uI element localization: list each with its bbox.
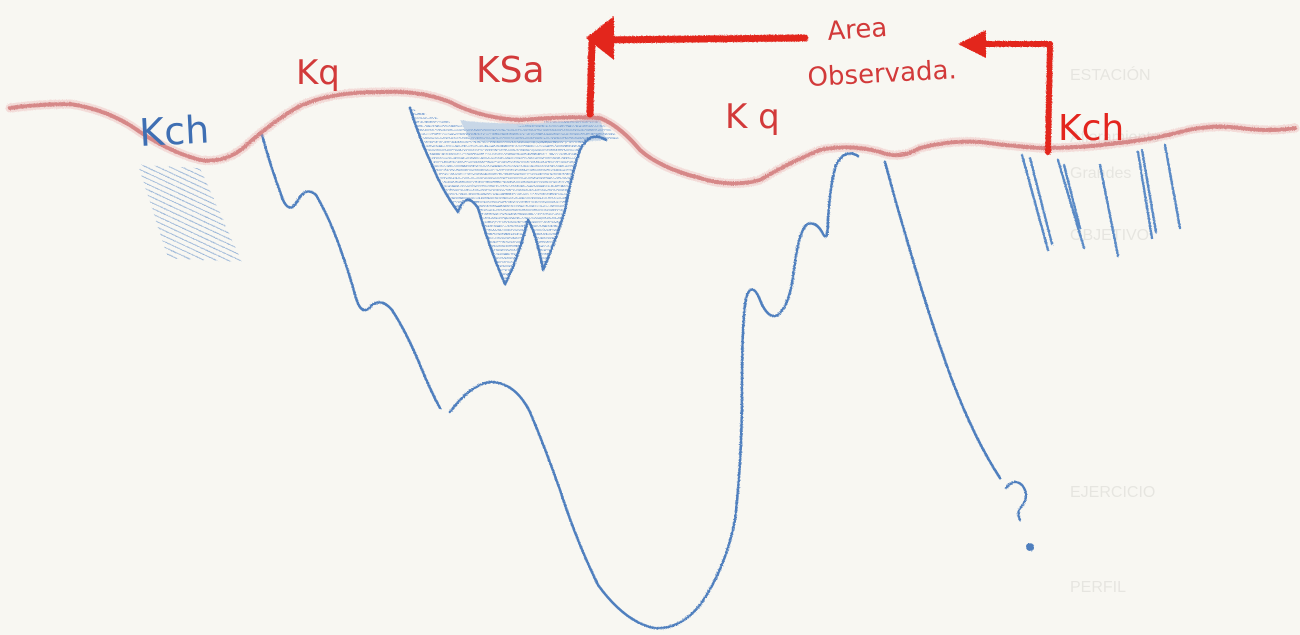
label-area: Area xyxy=(826,13,888,47)
surface-line-halo xyxy=(5,87,1300,188)
question-mark xyxy=(1004,480,1034,551)
ghost-line-5: EJERCICIO xyxy=(1070,484,1155,501)
label-kch-right: Kch xyxy=(1058,108,1124,149)
ghost-line-6: PERFIL xyxy=(1070,579,1126,596)
label-kch-left: Kch xyxy=(138,107,210,155)
label-kq-left: Kq xyxy=(296,53,340,93)
kq-left-contact xyxy=(260,133,442,410)
ksa-shaded-body xyxy=(410,108,620,284)
label-ksa: KSa xyxy=(476,50,545,91)
ksa-outline xyxy=(408,106,608,286)
kch-right-strokes xyxy=(1020,143,1182,258)
kch-left-hatch xyxy=(138,165,242,262)
left-arrowhead xyxy=(586,16,614,60)
label-kq-right: K q xyxy=(725,97,780,137)
ghost-line-4: OBJETIVO xyxy=(1070,227,1149,244)
ghost-line-1: ESTACIÓN xyxy=(1070,65,1151,84)
fault-line xyxy=(883,160,1002,480)
label-observada: Observada. xyxy=(807,55,958,93)
kq-syncline-contact xyxy=(448,152,860,630)
ksa-dense-shading xyxy=(460,118,606,143)
right-arrowhead xyxy=(958,30,986,58)
